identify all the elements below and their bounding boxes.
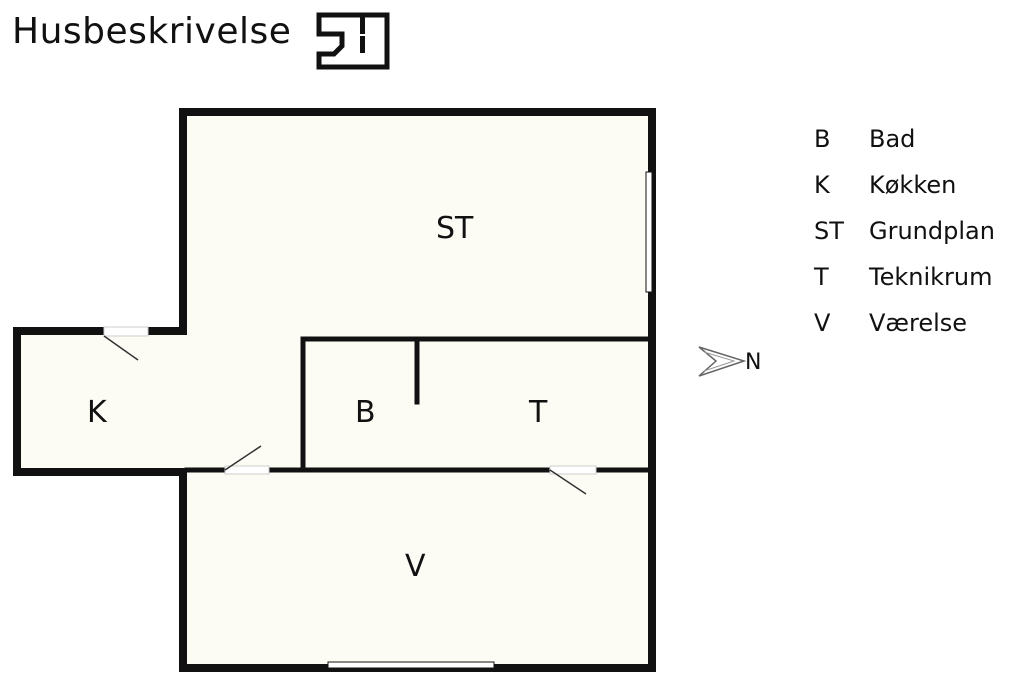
- page-title: Husbeskrivelse: [12, 11, 292, 52]
- house-info-icon: [316, 12, 390, 70]
- legend-code: ST: [814, 217, 844, 245]
- legend-item: K Køkken: [814, 162, 995, 208]
- legend-item: B Bad: [814, 116, 995, 162]
- window-south: [327, 661, 495, 669]
- door-hall-opening: [224, 465, 270, 475]
- door-room-opening: [549, 465, 597, 475]
- legend-name: Værelse: [869, 309, 968, 337]
- window-east: [645, 171, 653, 293]
- north-arrow-icon: [698, 346, 747, 377]
- legend-item: V Værelse: [814, 300, 995, 346]
- legend-code: K: [814, 171, 830, 199]
- legend-code: T: [814, 263, 829, 291]
- outer-walls: [13, 108, 656, 672]
- legend-item: T Teknikrum: [814, 254, 995, 300]
- legend-name: Bad: [869, 125, 916, 153]
- windows: [327, 171, 653, 669]
- door-swings: [103, 335, 587, 495]
- room-label-k: K: [87, 395, 108, 430]
- north-label: N: [745, 350, 761, 375]
- legend-item: ST Grundplan: [814, 208, 995, 254]
- legend-name: Teknikrum: [869, 263, 993, 291]
- room-label-b: B: [355, 395, 376, 430]
- legend-name: Køkken: [869, 171, 957, 199]
- room-label-v: V: [405, 549, 426, 584]
- floor-area: [17, 112, 652, 668]
- legend: B Bad K Køkken ST Grundplan T Teknikrum …: [814, 116, 995, 346]
- legend-code: V: [814, 309, 831, 337]
- legend-code: B: [814, 125, 831, 153]
- door-kitchen-opening: [103, 326, 149, 337]
- room-label-st: ST: [436, 211, 474, 246]
- legend-name: Grundplan: [869, 217, 995, 245]
- room-label-t: T: [528, 395, 548, 430]
